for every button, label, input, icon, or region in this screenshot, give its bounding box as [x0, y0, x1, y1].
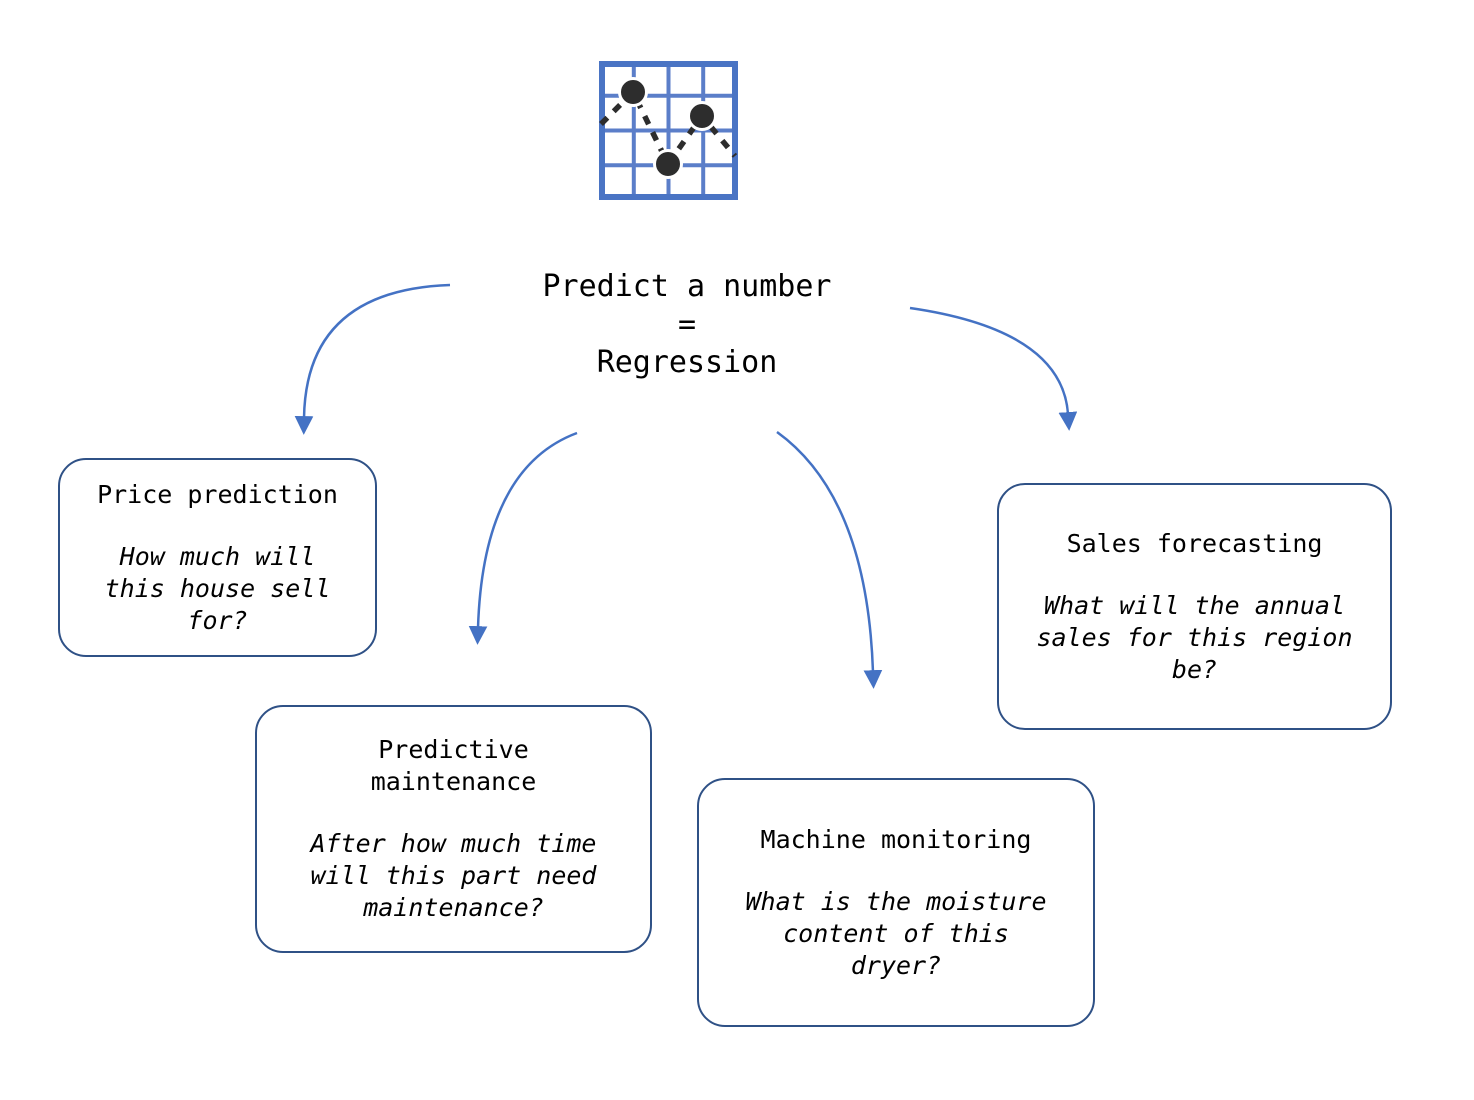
node-question: What will the annual sales for this regi…: [1036, 590, 1353, 684]
node-title: Predictive maintenance: [370, 735, 537, 796]
node-question: What is the moisture content of this dry…: [745, 886, 1047, 980]
arrow-to-predictive-maintenance: [468, 431, 578, 645]
root-node-label: Predict a number = Regression: [542, 269, 832, 380]
node-title: Machine monitoring: [760, 824, 1032, 854]
arrow-to-machine-monitoring: [776, 430, 883, 689]
arrow-to-price-prediction: [294, 283, 451, 435]
node-price-prediction: Price prediction How much will this hous…: [58, 458, 377, 657]
node-question: After how much time will this part need …: [310, 829, 597, 922]
node-machine-monitoring: Machine monitoring What is the moisture …: [697, 778, 1095, 1027]
scatter-chart-icon: [599, 61, 738, 200]
node-question: How much will this house sell for?: [104, 541, 331, 635]
node-title: Sales forecasting: [1066, 528, 1323, 558]
node-predictive-maintenance: Predictive maintenance After how much ti…: [255, 705, 652, 953]
node-sales-forecasting: Sales forecasting What will the annual s…: [997, 483, 1392, 730]
node-title: Price prediction: [97, 479, 338, 509]
